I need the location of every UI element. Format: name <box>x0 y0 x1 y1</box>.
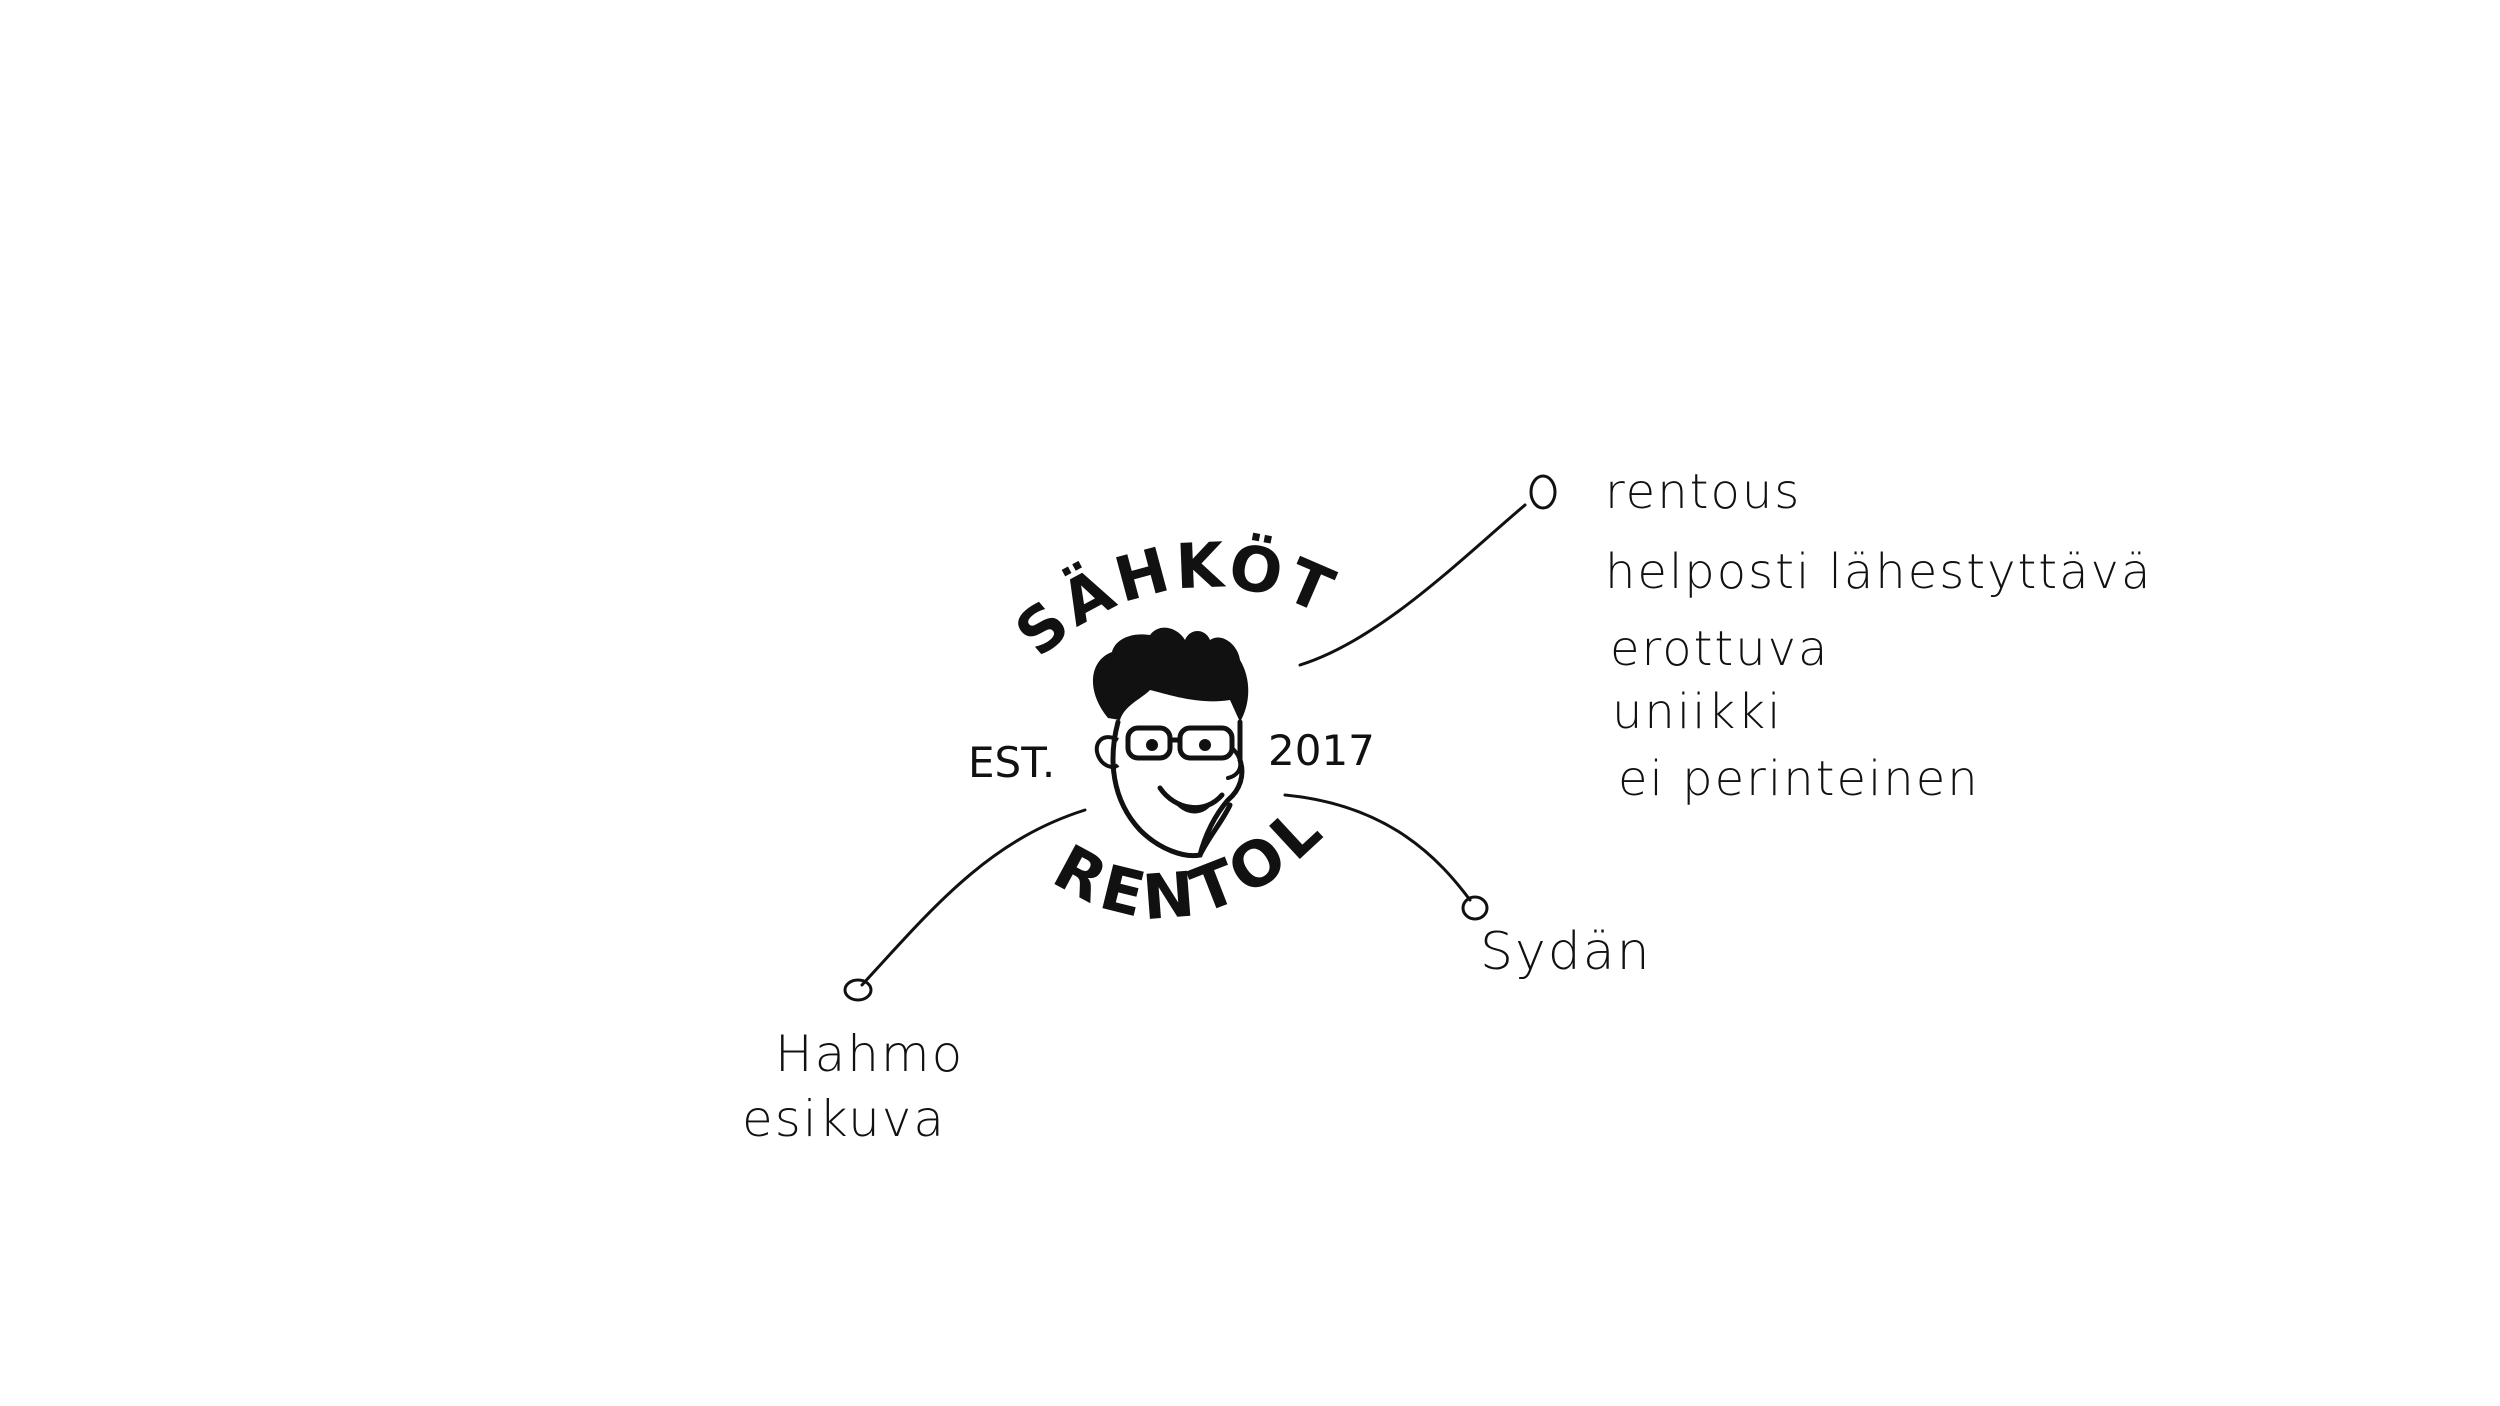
connector-line-heart <box>1283 793 1472 902</box>
logo: SÄHKÖTYÖ RENTOLA EST. 2017 <box>0 0 1375 934</box>
connector-line-character <box>860 808 1087 987</box>
connector-node-heart <box>1461 895 1489 921</box>
character-chin-icon <box>1197 802 1233 858</box>
label-sydan: Sydän <box>1480 922 1652 982</box>
character-mouth-fill <box>1172 800 1215 814</box>
logo-est-label: EST. <box>968 738 1055 787</box>
logo-est-year: 2017 <box>1268 726 1375 775</box>
character-eye-left <box>1146 739 1158 751</box>
logo-arc-bottom-text: RENTOLA <box>0 0 1339 934</box>
note-rentous: rentous <box>1605 464 1802 520</box>
note-uniikki: uniikki <box>1612 684 1783 740</box>
character-glasses-left <box>1125 725 1173 761</box>
logo-arc-top-text: SÄHKÖTYÖ <box>0 0 1347 671</box>
connector-line-notes <box>1298 503 1527 667</box>
note-erottuva: erottuva <box>1610 621 1830 677</box>
character-glasses-right <box>1177 725 1235 761</box>
character-head-outline <box>1110 719 1245 859</box>
character-ear-icon <box>1094 735 1120 769</box>
note-ei-perinteinen: ei perinteinen <box>1618 751 1980 807</box>
label-hahmo: Hahmo <box>775 1025 965 1083</box>
character-eye-right <box>1199 739 1211 751</box>
character-smile-icon <box>1157 785 1225 811</box>
character-hair-icon <box>1092 627 1249 722</box>
character-face-icon <box>1092 627 1249 859</box>
connector-node-notes <box>1529 474 1557 510</box>
note-helposti-lahestyttava: helposti lähestyttävä <box>1605 544 2153 600</box>
label-esikuva: esikuva <box>742 1090 947 1148</box>
character-nose-icon <box>1226 746 1243 780</box>
connector-node-character <box>843 978 873 1002</box>
